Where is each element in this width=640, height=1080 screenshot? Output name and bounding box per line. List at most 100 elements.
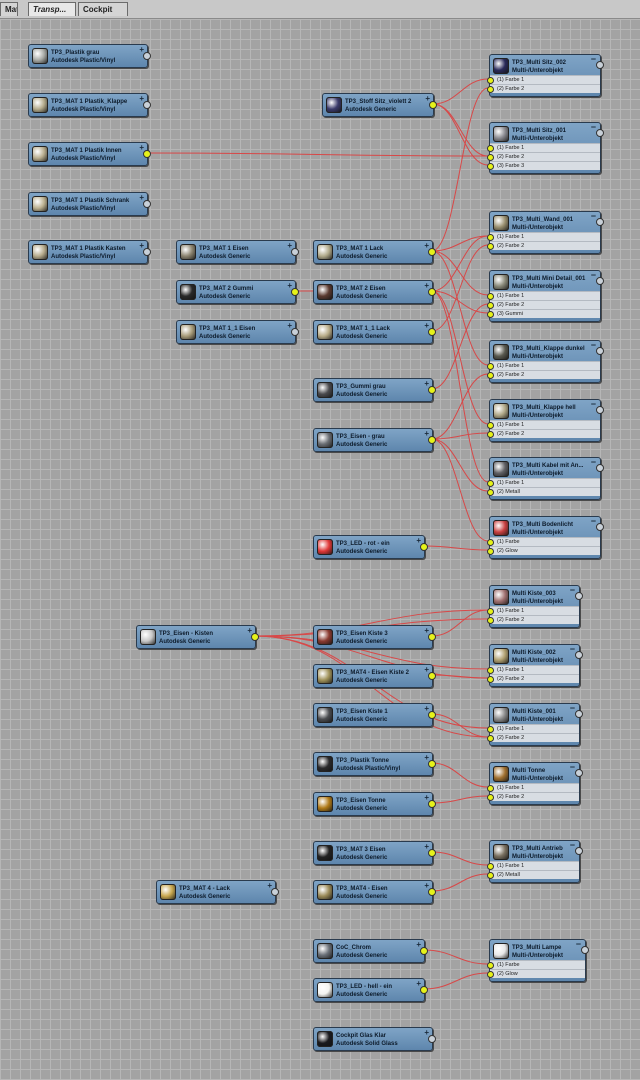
output-port[interactable]	[291, 248, 299, 256]
expand-icon[interactable]: +	[424, 429, 429, 438]
expand-icon[interactable]: +	[247, 626, 252, 635]
slot-1[interactable]: (1) Farbe 1	[487, 420, 600, 429]
collapse-icon[interactable]: −	[569, 585, 575, 595]
slot-1[interactable]: (1) Farbe 1	[487, 291, 600, 300]
expand-icon[interactable]: +	[139, 241, 144, 250]
expand-icon[interactable]: +	[424, 241, 429, 250]
expand-icon[interactable]: +	[424, 842, 429, 851]
slot-input-port[interactable]	[487, 872, 494, 879]
slot-input-port[interactable]	[487, 726, 494, 733]
slot-input-port[interactable]	[487, 302, 494, 309]
slot-1[interactable]: (1) Farbe 1	[487, 143, 600, 152]
collapse-icon[interactable]: −	[569, 703, 575, 713]
output-port[interactable]	[575, 651, 583, 659]
slot-input-port[interactable]	[487, 311, 494, 318]
output-port[interactable]	[428, 436, 436, 444]
slot-input-port[interactable]	[487, 539, 494, 546]
expand-icon[interactable]: +	[139, 143, 144, 152]
output-port[interactable]	[428, 288, 436, 296]
output-port[interactable]	[251, 633, 259, 641]
collapse-icon[interactable]: −	[590, 340, 596, 350]
output-port[interactable]	[428, 888, 436, 896]
output-port[interactable]	[143, 101, 151, 109]
collapse-icon[interactable]: −	[575, 939, 581, 949]
slot-input-port[interactable]	[487, 422, 494, 429]
slot-1[interactable]: (1) Farbe 1	[487, 724, 579, 733]
multi-material-node-multi-kabel[interactable]: TP3_Multi Kabel mit An...Multi-/Unterobj…	[487, 457, 604, 500]
collapse-icon[interactable]: −	[590, 211, 596, 221]
output-port[interactable]	[420, 986, 428, 994]
expand-icon[interactable]: +	[139, 45, 144, 54]
slot-input-port[interactable]	[487, 489, 494, 496]
collapse-icon[interactable]: −	[590, 399, 596, 409]
slot-input-port[interactable]	[487, 372, 494, 379]
output-port[interactable]	[428, 633, 436, 641]
expand-icon[interactable]: +	[267, 881, 272, 890]
slot-input-port[interactable]	[487, 234, 494, 241]
slot-1[interactable]: (1) Farbe 1	[487, 478, 600, 487]
output-port[interactable]	[596, 218, 604, 226]
output-port[interactable]	[143, 248, 151, 256]
slot-1[interactable]: (1) Farbe 1	[487, 606, 579, 615]
expand-icon[interactable]: +	[424, 753, 429, 762]
slot-1[interactable]: (1) Farbe 1	[487, 232, 600, 241]
collapse-icon[interactable]: −	[590, 516, 596, 526]
slot-input-port[interactable]	[487, 971, 494, 978]
slot-1[interactable]: (1) Farbe	[487, 537, 600, 546]
expand-icon[interactable]: +	[424, 321, 429, 330]
slot-input-port[interactable]	[487, 548, 494, 555]
output-port[interactable]	[596, 129, 604, 137]
output-port[interactable]	[143, 52, 151, 60]
output-port[interactable]	[428, 248, 436, 256]
output-port[interactable]	[291, 288, 299, 296]
tab-cockpit[interactable]: Cockpit	[78, 2, 128, 16]
slot-input-port[interactable]	[487, 608, 494, 615]
slot-2[interactable]: (2) Glow	[487, 969, 585, 978]
slot-input-port[interactable]	[487, 163, 494, 170]
collapse-icon[interactable]: −	[569, 644, 575, 654]
output-port[interactable]	[428, 328, 436, 336]
slot-3[interactable]: (3) Gummi	[487, 309, 600, 318]
expand-icon[interactable]: +	[424, 626, 429, 635]
slot-input-port[interactable]	[487, 243, 494, 250]
slot-2[interactable]: (2) Farbe 2	[487, 733, 579, 742]
slot-input-port[interactable]	[487, 962, 494, 969]
slot-input-port[interactable]	[487, 676, 494, 683]
output-port[interactable]	[596, 347, 604, 355]
expand-icon[interactable]: +	[424, 704, 429, 713]
output-port[interactable]	[596, 61, 604, 69]
output-port[interactable]	[291, 328, 299, 336]
output-port[interactable]	[420, 543, 428, 551]
slot-1[interactable]: (1) Farbe 1	[487, 783, 579, 792]
slot-2[interactable]: (2) Farbe 2	[487, 241, 600, 250]
collapse-icon[interactable]: −	[569, 762, 575, 772]
slot-input-port[interactable]	[487, 293, 494, 300]
slot-input-port[interactable]	[487, 794, 494, 801]
slot-2[interactable]: (2) Farbe 2	[487, 792, 579, 801]
